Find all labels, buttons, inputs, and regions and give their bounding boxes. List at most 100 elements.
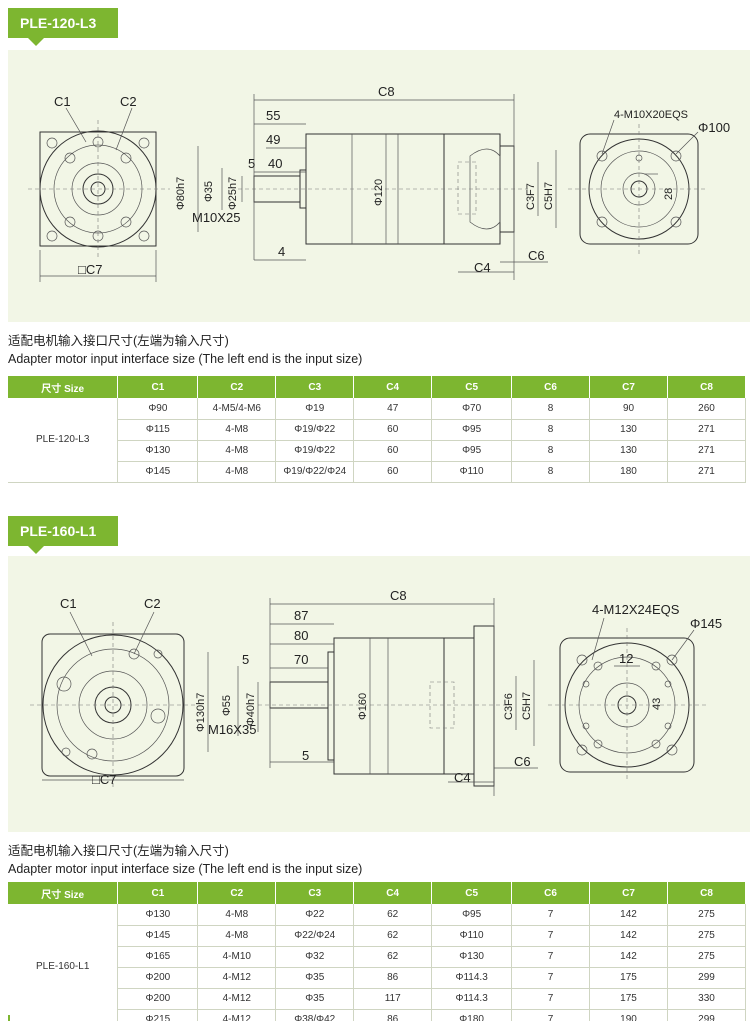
table-row: Φ115 4-M8 Φ19/Φ22 60 Φ95 8 130 271 bbox=[8, 419, 747, 441]
cell: 8 bbox=[511, 398, 591, 420]
cell: 7 bbox=[511, 1009, 591, 1021]
table-row: Φ200 4-M12 Φ35 117 Φ114.3 7 175 330 bbox=[8, 988, 747, 1010]
header-c3: C3 bbox=[275, 376, 355, 398]
side-elevation-view: C8 55 49 5 40 4 M10X25 C4 C6 Φ80h7 Φ35 Φ… bbox=[175, 84, 557, 280]
cell: 130 bbox=[589, 440, 668, 462]
cell: Φ35 bbox=[275, 967, 355, 989]
svg-text:M16X35: M16X35 bbox=[208, 722, 256, 737]
svg-text:C5H7: C5H7 bbox=[543, 182, 555, 210]
cell: 271 bbox=[667, 440, 747, 462]
cell: Φ200 bbox=[117, 967, 199, 989]
cell: 7 bbox=[511, 904, 591, 926]
cell: 8 bbox=[511, 440, 591, 462]
cell: 4-M8 bbox=[197, 904, 277, 926]
cell: 4-M8 bbox=[197, 440, 277, 462]
cell: Φ130 bbox=[431, 946, 513, 968]
cell: 175 bbox=[589, 967, 668, 989]
cell: Φ19/Φ22 bbox=[275, 440, 355, 462]
svg-text:70: 70 bbox=[294, 652, 308, 667]
cell: Φ200 bbox=[117, 988, 199, 1010]
svg-text:□C7: □C7 bbox=[78, 262, 102, 277]
svg-text:5: 5 bbox=[302, 748, 309, 763]
cell: 142 bbox=[589, 904, 668, 926]
header-c5: C5 bbox=[431, 376, 513, 398]
cell: 4-M8 bbox=[197, 461, 277, 483]
svg-text:C5H7: C5H7 bbox=[521, 692, 533, 720]
header-c6: C6 bbox=[511, 376, 591, 398]
cell: 275 bbox=[667, 925, 747, 947]
model-tag: PLE-120-L3 bbox=[8, 8, 118, 46]
side-elevation-view: C8 87 80 5 70 5 M16X35 C4 C6 Φ130h7 Φ55 … bbox=[195, 588, 538, 796]
cell: Φ114.3 bbox=[431, 967, 513, 989]
caption-en: Adapter motor input interface size (The … bbox=[8, 352, 363, 366]
cell: 299 bbox=[667, 1009, 747, 1021]
svg-text:C3F6: C3F6 bbox=[503, 693, 515, 720]
cell: 271 bbox=[667, 419, 747, 441]
cell: Φ145 bbox=[117, 925, 199, 947]
svg-text:C4: C4 bbox=[454, 770, 471, 785]
cell: Φ180 bbox=[431, 1009, 513, 1021]
cell: Φ35 bbox=[275, 988, 355, 1010]
cell: 330 bbox=[667, 988, 747, 1010]
header-c1: C1 bbox=[117, 376, 199, 398]
spec-table: 尺寸 Size C1 C2 C3 C4 C5 C6 C7 C8 PLE-160-… bbox=[8, 882, 747, 1021]
svg-text:C3F7: C3F7 bbox=[525, 183, 537, 210]
svg-text:C4: C4 bbox=[474, 260, 491, 275]
model-cell: PLE-160-L1 bbox=[8, 904, 119, 1021]
cell: 60 bbox=[353, 440, 433, 462]
cell: 130 bbox=[589, 419, 668, 441]
cell: Φ110 bbox=[431, 461, 513, 483]
svg-text:C1: C1 bbox=[60, 596, 77, 611]
cell: Φ95 bbox=[431, 904, 513, 926]
header-c8: C8 bbox=[667, 376, 747, 398]
cell: Φ32 bbox=[275, 946, 355, 968]
table-row: Φ200 4-M12 Φ35 86 Φ114.3 7 175 299 bbox=[8, 967, 747, 989]
cell: 7 bbox=[511, 925, 591, 947]
svg-text:C6: C6 bbox=[514, 754, 531, 769]
table-row: Φ130 4-M8 Φ19/Φ22 60 Φ95 8 130 271 bbox=[8, 440, 747, 462]
cell: Φ90 bbox=[117, 398, 199, 420]
cell: Φ110 bbox=[431, 925, 513, 947]
svg-text:Φ160: Φ160 bbox=[357, 693, 369, 720]
spec-table: 尺寸 Size C1 C2 C3 C4 C5 C6 C7 C8 PLE-120-… bbox=[8, 376, 747, 483]
cell: 299 bbox=[667, 967, 747, 989]
svg-text:Φ80h7: Φ80h7 bbox=[175, 177, 187, 210]
svg-text:40: 40 bbox=[268, 156, 282, 171]
header-c3: C3 bbox=[275, 882, 355, 904]
header-c6: C6 bbox=[511, 882, 591, 904]
cell: 4-M8 bbox=[197, 925, 277, 947]
cell: 275 bbox=[667, 904, 747, 926]
cell: 7 bbox=[511, 967, 591, 989]
cell: Φ19 bbox=[275, 398, 355, 420]
cell: Φ114.3 bbox=[431, 988, 513, 1010]
caption-cn: 适配电机输入接口尺寸(左端为输入尺寸) bbox=[8, 334, 229, 348]
header-c5: C5 bbox=[431, 882, 513, 904]
cell: Φ165 bbox=[117, 946, 199, 968]
svg-text:Φ130h7: Φ130h7 bbox=[195, 693, 207, 732]
cell: 47 bbox=[353, 398, 433, 420]
cell: 90 bbox=[589, 398, 668, 420]
header-c7: C7 bbox=[589, 882, 668, 904]
cell: 271 bbox=[667, 461, 747, 483]
output-flange-view: 4-M10X20EQS Φ100 28 bbox=[568, 109, 730, 254]
cell: Φ22/Φ24 bbox=[275, 925, 355, 947]
cell: Φ95 bbox=[431, 419, 513, 441]
output-flange-view: 4-M12X24EQS Φ145 12 43 bbox=[548, 602, 722, 782]
cell: Φ130 bbox=[117, 904, 199, 926]
cell: 60 bbox=[353, 419, 433, 441]
header-c4: C4 bbox=[353, 882, 433, 904]
cell: Φ95 bbox=[431, 440, 513, 462]
cell: 275 bbox=[667, 946, 747, 968]
header-c4: C4 bbox=[353, 376, 433, 398]
svg-text:87: 87 bbox=[294, 608, 308, 623]
svg-text:C8: C8 bbox=[378, 84, 395, 99]
cell: 4-M12 bbox=[197, 1009, 277, 1021]
model-cell: PLE-120-L3 bbox=[8, 398, 119, 483]
cell: Φ215 bbox=[117, 1009, 199, 1021]
cell: Φ38/Φ42 bbox=[275, 1009, 355, 1021]
cell: Φ145 bbox=[117, 461, 199, 483]
cell: 117 bbox=[353, 988, 433, 1010]
table-row: Φ145 4-M8 Φ19/Φ22/Φ24 60 Φ110 8 180 271 bbox=[8, 461, 747, 483]
cell: 142 bbox=[589, 946, 668, 968]
table-row: Φ215 4-M12 Φ38/Φ42 86 Φ180 7 190 299 bbox=[8, 1009, 747, 1021]
